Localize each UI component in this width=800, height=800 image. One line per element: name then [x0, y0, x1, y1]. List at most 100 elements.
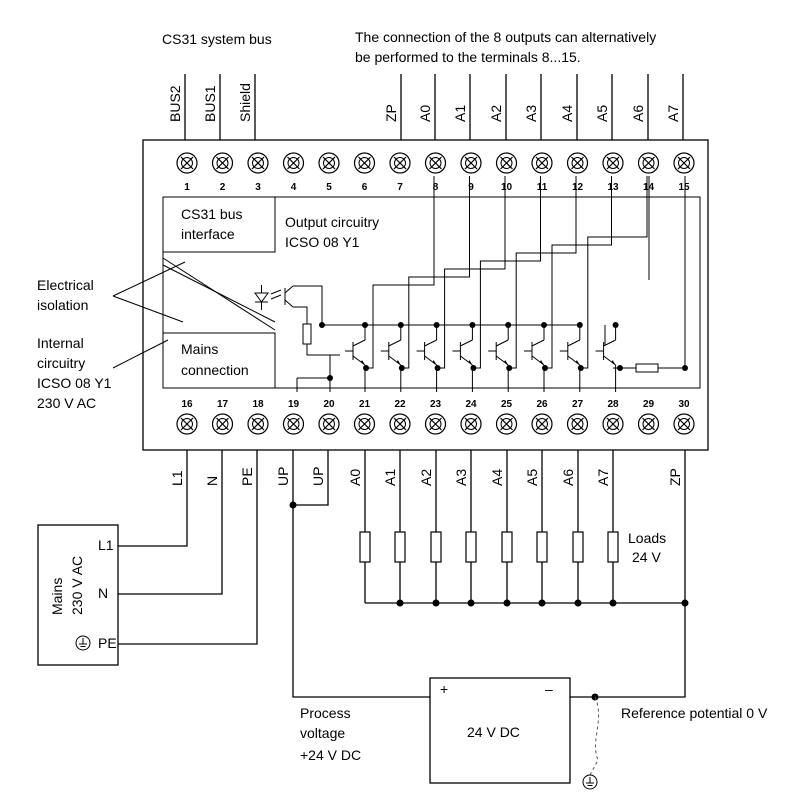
- terminal-number: 26: [536, 399, 548, 410]
- dc-supply-box: [429, 677, 571, 784]
- transistor-icon: [595, 322, 619, 392]
- transistor-icon: [345, 176, 435, 392]
- mains-box-title-1: Mains: [49, 578, 65, 615]
- terminal-number: 5: [326, 182, 332, 193]
- module-body: [142, 139, 709, 451]
- wire-up2: [293, 490, 329, 506]
- mains-connection-label-1: Mains: [181, 341, 218, 357]
- mains-box-separator: [163, 332, 276, 388]
- bottom-terminal-label: ZP: [667, 468, 683, 486]
- terminal-number: 25: [501, 399, 513, 410]
- screw-terminal-icon: [602, 413, 624, 435]
- terminal-number: 12: [572, 182, 584, 193]
- terminal-number: 8: [433, 182, 439, 193]
- opto-wire-res: [293, 306, 308, 324]
- top-terminal-label: Shield: [237, 83, 253, 122]
- internal-note-3: ICSO 08 Y1: [37, 375, 112, 391]
- top-terminal-label: BUS1: [202, 85, 218, 122]
- terminal-number: 16: [181, 399, 193, 410]
- screw-terminal-icon: [424, 413, 447, 435]
- terminal-number: 18: [252, 399, 264, 410]
- transistor-icon: [380, 176, 470, 392]
- loads-label-1: Loads: [628, 530, 666, 546]
- terminal-number: 7: [397, 182, 403, 193]
- screw-terminal-icon: [211, 152, 234, 174]
- screw-terminal-icon: [318, 152, 340, 174]
- terminal-number: 22: [394, 399, 406, 410]
- load-resistor: [465, 490, 477, 607]
- screw-terminal-icon: [176, 413, 198, 435]
- resistor-icon: [430, 531, 442, 563]
- resistor-icon: [635, 363, 659, 373]
- terminal-number: 23: [430, 399, 442, 410]
- note-line-2: be performed to the terminals 8...15.: [355, 49, 581, 65]
- terminal-number: 1: [184, 182, 190, 193]
- bus-title: CS31 system bus: [162, 31, 272, 47]
- resistor-icon: [536, 531, 548, 563]
- top-terminal-label: A0: [417, 105, 433, 122]
- screw-terminal-icon: [389, 413, 411, 435]
- resistor-icon: [607, 531, 619, 563]
- terminal-number: 27: [572, 399, 584, 410]
- terminal-number: 13: [607, 182, 619, 193]
- resistor-icon: [572, 531, 584, 563]
- bottom-terminal-label: A6: [560, 469, 576, 486]
- internal-frame: [162, 196, 701, 389]
- process-voltage-3: +24 V DC: [300, 747, 361, 763]
- screw-terminal-icon: [673, 152, 695, 174]
- terminal-number: 17: [217, 399, 229, 410]
- terminal-number: 21: [359, 399, 371, 410]
- terminal-number: 10: [501, 182, 513, 193]
- process-voltage-1: Process: [300, 705, 351, 721]
- mains-pe-label: PE: [98, 635, 117, 651]
- screw-terminal-icon: [353, 413, 376, 435]
- screw-terminal-icon: [211, 413, 234, 435]
- junction-dot: [289, 501, 297, 509]
- screw-terminal-icon: [495, 413, 518, 435]
- earth-ground-icon: [582, 774, 598, 790]
- internal-arrow: [112, 339, 169, 369]
- isolation-note-2: isolation: [37, 297, 88, 313]
- reference-potential: Reference potential 0 V: [621, 705, 768, 721]
- top-terminal-label: A3: [523, 105, 539, 122]
- top-terminal-label: A5: [594, 105, 610, 122]
- output-circuitry-label-1: Output circuitry: [285, 214, 379, 230]
- screw-terminal-icon: [318, 413, 340, 435]
- screw-terminal-icon: [389, 152, 411, 174]
- wire-l1: [118, 490, 188, 547]
- bottom-terminal-label: UP: [310, 467, 326, 486]
- screw-terminal-icon: [247, 152, 269, 174]
- transistor-icon: [452, 176, 541, 392]
- screw-terminal-icon: [282, 152, 305, 174]
- terminal-number: 9: [468, 182, 474, 193]
- internal-note-4: 230 V AC: [37, 395, 96, 411]
- terminal-number: 29: [643, 399, 655, 410]
- top-terminal-label: A6: [630, 105, 646, 122]
- terminal-number: 15: [678, 182, 690, 193]
- mains-connection-label-2: connection: [181, 362, 249, 378]
- resistor-icon: [359, 531, 371, 563]
- bottom-terminal-label: A3: [453, 469, 469, 486]
- process-voltage-2: voltage: [300, 725, 345, 741]
- resistor-icon: [465, 531, 477, 563]
- screw-terminal-icon: [673, 413, 695, 435]
- wire-up: [292, 490, 430, 698]
- terminal-number: 11: [537, 182, 548, 193]
- mains-box-title-2: 230 V AC: [69, 556, 85, 615]
- terminal-number: 6: [362, 182, 368, 193]
- load-resistor: [501, 490, 513, 607]
- resistor-icon: [501, 531, 513, 563]
- isolation-line-b: [162, 264, 276, 323]
- dc-supply-plus: +: [440, 681, 448, 697]
- internal-note-1: Internal: [37, 335, 84, 351]
- terminal-number: 4: [291, 182, 297, 193]
- terminal-number: 20: [323, 399, 335, 410]
- isolation-note-1: Electrical: [37, 277, 94, 293]
- junction-dot: [681, 599, 689, 607]
- output-circuitry-label-2: ICSO 08 Y1: [285, 234, 360, 250]
- transistor-icon: [488, 176, 577, 392]
- screw-terminal-icon: [637, 413, 660, 435]
- screw-terminal-icon: [460, 413, 482, 435]
